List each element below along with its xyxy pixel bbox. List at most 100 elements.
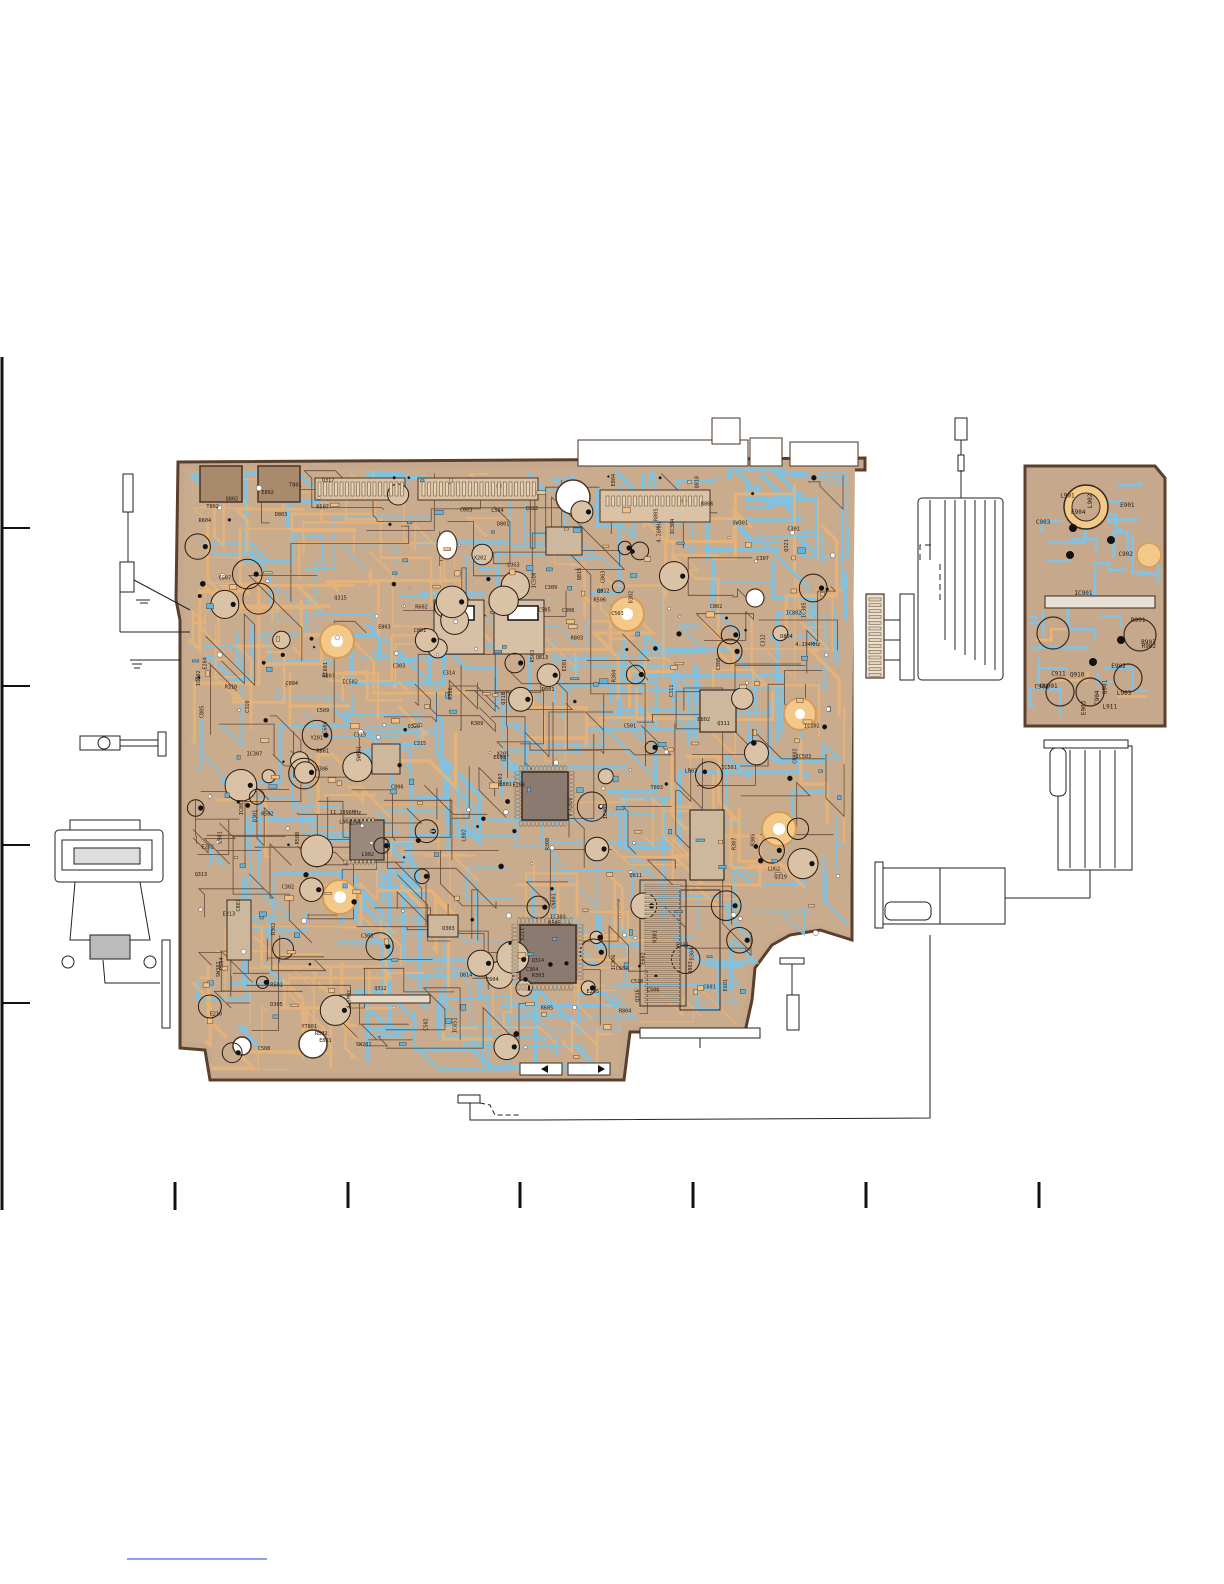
sub-board-component-label: CN901: [1040, 683, 1058, 690]
component-label: R601: [542, 687, 555, 693]
component-label: Q811: [630, 873, 643, 879]
component-label: C309: [545, 585, 558, 591]
component-label: E201: [562, 659, 568, 672]
sub-board-component-label: C911: [1051, 670, 1066, 677]
sub-board-component-label: L911: [1103, 704, 1118, 711]
component-label: IC308: [603, 804, 609, 820]
component-label: R807: [322, 674, 335, 680]
sub-board-component-label: R902: [1142, 643, 1157, 650]
component-label: Q803: [688, 961, 694, 974]
component-label: Q801: [499, 782, 512, 788]
component-label: R805: [654, 509, 660, 522]
component-label: C305: [361, 934, 374, 940]
component-label: C802: [710, 604, 723, 610]
component-label: C313: [354, 733, 367, 739]
component-label: C508: [258, 1046, 271, 1052]
sub-board-component-label: Q901: [1101, 679, 1108, 694]
component-label: R305: [751, 834, 757, 847]
component-label: Q320: [408, 724, 421, 730]
component-label: D804: [780, 634, 793, 640]
component-label: R801: [316, 749, 329, 755]
component-label: C304: [526, 967, 539, 973]
component-label: Q802: [226, 497, 239, 503]
component-label: Q318: [501, 692, 507, 705]
ic-pin-header: [639, 879, 687, 1007]
component-label: C807: [236, 899, 242, 912]
sub-board-component-label: C902: [1119, 551, 1134, 558]
component-label: D302: [628, 591, 634, 604]
component-label: IC304: [670, 519, 676, 535]
ic-driver: [349, 819, 385, 861]
sub-board-component-label: L902: [1087, 493, 1094, 508]
component-label: IC501: [721, 765, 737, 771]
component-label: R803: [571, 635, 584, 641]
component-label: R507: [316, 504, 329, 510]
component-label: C314: [443, 671, 456, 677]
component-label: D306: [316, 766, 329, 772]
component-label: Q316: [635, 989, 641, 1002]
sub-board-component-label: C903: [1036, 519, 1051, 526]
component-label: E603: [493, 755, 506, 761]
component-label: C806: [391, 784, 404, 790]
component-label: R502: [261, 812, 274, 818]
component-label: IC601: [323, 662, 329, 678]
sub-board-component-label: E902: [1111, 663, 1126, 670]
component-label: Q321: [784, 539, 790, 552]
component-label: D303: [442, 926, 455, 932]
component-label: R802: [315, 1031, 328, 1037]
component-label: L802: [462, 829, 468, 842]
component-label: IC651: [452, 1017, 458, 1033]
bottom-ruler-ticks: [173, 1182, 1041, 1210]
component-label: C310: [245, 701, 251, 714]
component-label: C301: [787, 527, 800, 533]
component-label: 4.194MHz: [795, 642, 820, 648]
component-label: R309: [471, 721, 484, 727]
component-label: C805: [199, 706, 205, 719]
component-label: LUG3: [507, 563, 520, 569]
component-label: CN802: [792, 748, 798, 764]
component-label: YT801: [301, 1024, 317, 1030]
sub-board-component-label: R901: [1131, 617, 1146, 624]
component-label: IC306: [611, 955, 617, 971]
component-label: C502: [423, 1018, 429, 1031]
sub-board-component-label: E901: [1120, 502, 1135, 509]
component-label: D301: [253, 810, 259, 823]
component-label: IC510: [532, 573, 538, 589]
component-label: Q814: [460, 973, 473, 979]
component-label: X201: [497, 751, 510, 757]
ic-small-3: [371, 743, 401, 775]
component-label: C315: [414, 741, 427, 747]
component-label: IC802: [786, 611, 802, 617]
component-label: Q312: [374, 986, 387, 992]
component-label: SW301: [732, 520, 748, 526]
ic-small-4: [226, 899, 252, 961]
component-label: R602: [415, 605, 428, 611]
sub-board-component-label: Q910: [1070, 672, 1085, 679]
component-label: E211: [520, 928, 526, 941]
component-label: 11.2896MHz: [330, 810, 361, 816]
component-label: SW801: [357, 746, 363, 762]
component-label: C604: [323, 721, 329, 734]
component-label: C308: [716, 658, 722, 671]
component-label: C801: [414, 628, 427, 634]
mounting-holes: [232, 479, 817, 1059]
ic-small-1: [427, 914, 459, 938]
component-label: Q317: [322, 478, 335, 484]
component-label: E210: [210, 1012, 223, 1018]
component-label: C503: [611, 611, 624, 617]
ic-flat-connector: [339, 994, 431, 1004]
component-label: SW201: [356, 1042, 372, 1048]
sub-board-component-label: C901: [1035, 684, 1050, 691]
component-label: D305: [270, 1002, 283, 1008]
ic-main-dsp: [521, 771, 569, 821]
component-label: E213: [223, 912, 236, 918]
component-label: C602: [616, 966, 629, 972]
component-label: E804: [611, 474, 617, 487]
component-label: R604: [199, 518, 212, 524]
component-label: LUG2: [768, 867, 781, 873]
component-label: C501: [624, 724, 637, 730]
sub-board-component-label: IC901: [1074, 590, 1092, 597]
component-label: R304: [611, 670, 617, 683]
component-label: R303: [532, 973, 545, 979]
component-label: D803: [275, 512, 288, 518]
